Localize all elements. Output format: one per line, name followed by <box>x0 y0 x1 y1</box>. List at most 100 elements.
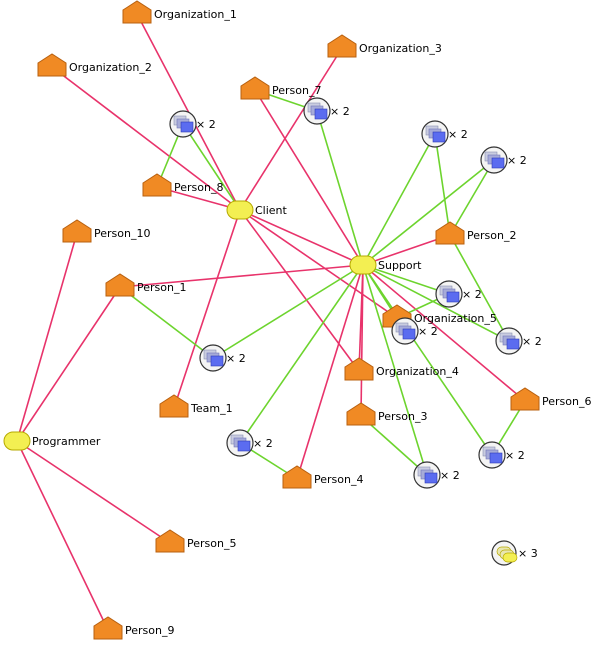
stack-front-icon <box>489 452 503 464</box>
node-p7[interactable]: Person_7 <box>240 76 321 100</box>
role-edge-org2-client <box>51 66 241 211</box>
node-p10[interactable]: Person_10 <box>62 219 150 243</box>
actor-house-icon <box>122 0 152 24</box>
node-label: Organization_1 <box>154 8 237 21</box>
stack-front-icon <box>210 355 224 367</box>
group-edge-g5-support <box>362 264 450 295</box>
node-label: Person_9 <box>125 624 174 637</box>
stack-front-icon <box>180 121 194 133</box>
node-g12[interactable]: × 3 <box>491 540 538 566</box>
node-g5[interactable]: × 2 <box>435 280 482 308</box>
actor-house-icon <box>435 221 465 245</box>
node-label: Person_6 <box>542 395 591 408</box>
group-edge-g1-client <box>182 123 241 211</box>
group-edge-g9-p3 <box>360 415 428 476</box>
node-label: Person_7 <box>272 84 321 97</box>
group-edge-g9-support <box>362 264 428 476</box>
node-label: Organization_2 <box>69 61 152 74</box>
actor-house-icon <box>93 616 123 640</box>
role-edge-org3-client <box>239 47 343 211</box>
node-g1[interactable]: × 2 <box>169 110 216 138</box>
role-edge-p10-programmer <box>16 232 78 442</box>
role-edge-p7-support <box>254 89 364 266</box>
group-count: × 3 <box>518 547 538 560</box>
node-org3[interactable]: Organization_3 <box>327 34 442 58</box>
role-edge-client-org5 <box>239 209 398 319</box>
group-count: × 2 <box>522 335 542 348</box>
node-layer: Organization_1Organization_2Organization… <box>3 0 591 640</box>
group-edge-g3-p2 <box>434 133 451 236</box>
group-count: × 2 <box>418 325 438 338</box>
node-g11[interactable]: × 2 <box>391 317 438 345</box>
node-label: Person_4 <box>314 473 363 486</box>
node-label: Programmer <box>32 435 101 448</box>
group-edge-g10-support <box>362 264 493 456</box>
node-org1[interactable]: Organization_1 <box>122 0 237 24</box>
node-label: Team_1 <box>190 402 233 415</box>
stack-front-icon <box>432 131 446 143</box>
role-pill-icon <box>3 431 31 451</box>
group-count: × 2 <box>462 288 482 301</box>
node-team1[interactable]: Team_1 <box>159 394 233 418</box>
node-g2[interactable]: × 2 <box>303 97 350 125</box>
group-edge-g4-p2 <box>449 159 495 236</box>
actor-house-icon <box>155 529 185 553</box>
node-label: Organization_5 <box>414 312 497 325</box>
node-g3[interactable]: × 2 <box>421 120 468 148</box>
group-edge-g7-support <box>212 264 364 359</box>
node-programmer[interactable]: Programmer <box>3 431 101 451</box>
node-p8[interactable]: Person_8 <box>142 173 223 197</box>
node-p1[interactable]: Person_1 <box>105 273 186 297</box>
group-count: × 2 <box>226 352 246 365</box>
node-g8[interactable]: × 2 <box>226 429 273 457</box>
role-edge-client-support <box>239 209 364 266</box>
node-g9[interactable]: × 2 <box>413 461 460 489</box>
node-label: Client <box>255 204 288 217</box>
node-label: Person_2 <box>467 229 516 242</box>
actor-house-icon <box>37 53 67 77</box>
node-g10[interactable]: × 2 <box>478 441 525 469</box>
node-p9[interactable]: Person_9 <box>93 616 174 640</box>
node-p2[interactable]: Person_2 <box>435 221 516 245</box>
node-p5[interactable]: Person_5 <box>155 529 236 553</box>
stack-front-icon <box>491 157 505 169</box>
actor-house-icon <box>159 394 189 418</box>
node-p6[interactable]: Person_6 <box>510 387 591 411</box>
group-edge-g8-support <box>239 264 364 444</box>
node-g7[interactable]: × 2 <box>199 344 246 372</box>
role-edge-p5-programmer <box>16 440 171 544</box>
group-edge-g6-p2 <box>449 234 510 342</box>
group-count: × 2 <box>196 118 216 131</box>
stack-front-icon <box>402 328 416 340</box>
role-pill-icon <box>226 200 254 220</box>
role-edge-p1-programmer <box>16 286 121 442</box>
role-edge-p1-support <box>119 264 364 288</box>
group-count: × 2 <box>507 154 527 167</box>
group-count: × 2 <box>330 105 350 118</box>
node-support[interactable]: Support <box>349 255 422 275</box>
group-count: × 2 <box>448 128 468 141</box>
actor-house-icon <box>344 357 374 381</box>
node-org4[interactable]: Organization_4 <box>344 357 459 381</box>
node-label: Organization_4 <box>376 365 459 378</box>
group-count: × 2 <box>440 469 460 482</box>
node-label: Person_8 <box>174 181 223 194</box>
role-edge-team1-client <box>173 209 241 409</box>
node-label: Person_1 <box>137 281 186 294</box>
actor-house-icon <box>105 273 135 297</box>
actor-house-icon <box>62 219 92 243</box>
node-p3[interactable]: Person_3 <box>346 402 427 426</box>
role-edge-p9-programmer <box>16 440 109 631</box>
group-edge-g2-support <box>316 110 364 266</box>
node-p4[interactable]: Person_4 <box>282 465 363 489</box>
actor-house-icon <box>346 402 376 426</box>
group-edge-g7-p1 <box>119 286 214 359</box>
group-edge-g3-support <box>362 133 436 266</box>
group-count: × 2 <box>505 449 525 462</box>
node-org2[interactable]: Organization_2 <box>37 53 152 77</box>
node-client[interactable]: Client <box>226 200 288 220</box>
node-g6[interactable]: × 2 <box>495 327 542 355</box>
node-g4[interactable]: × 2 <box>480 146 527 174</box>
group-edge-g4-support <box>362 159 495 266</box>
